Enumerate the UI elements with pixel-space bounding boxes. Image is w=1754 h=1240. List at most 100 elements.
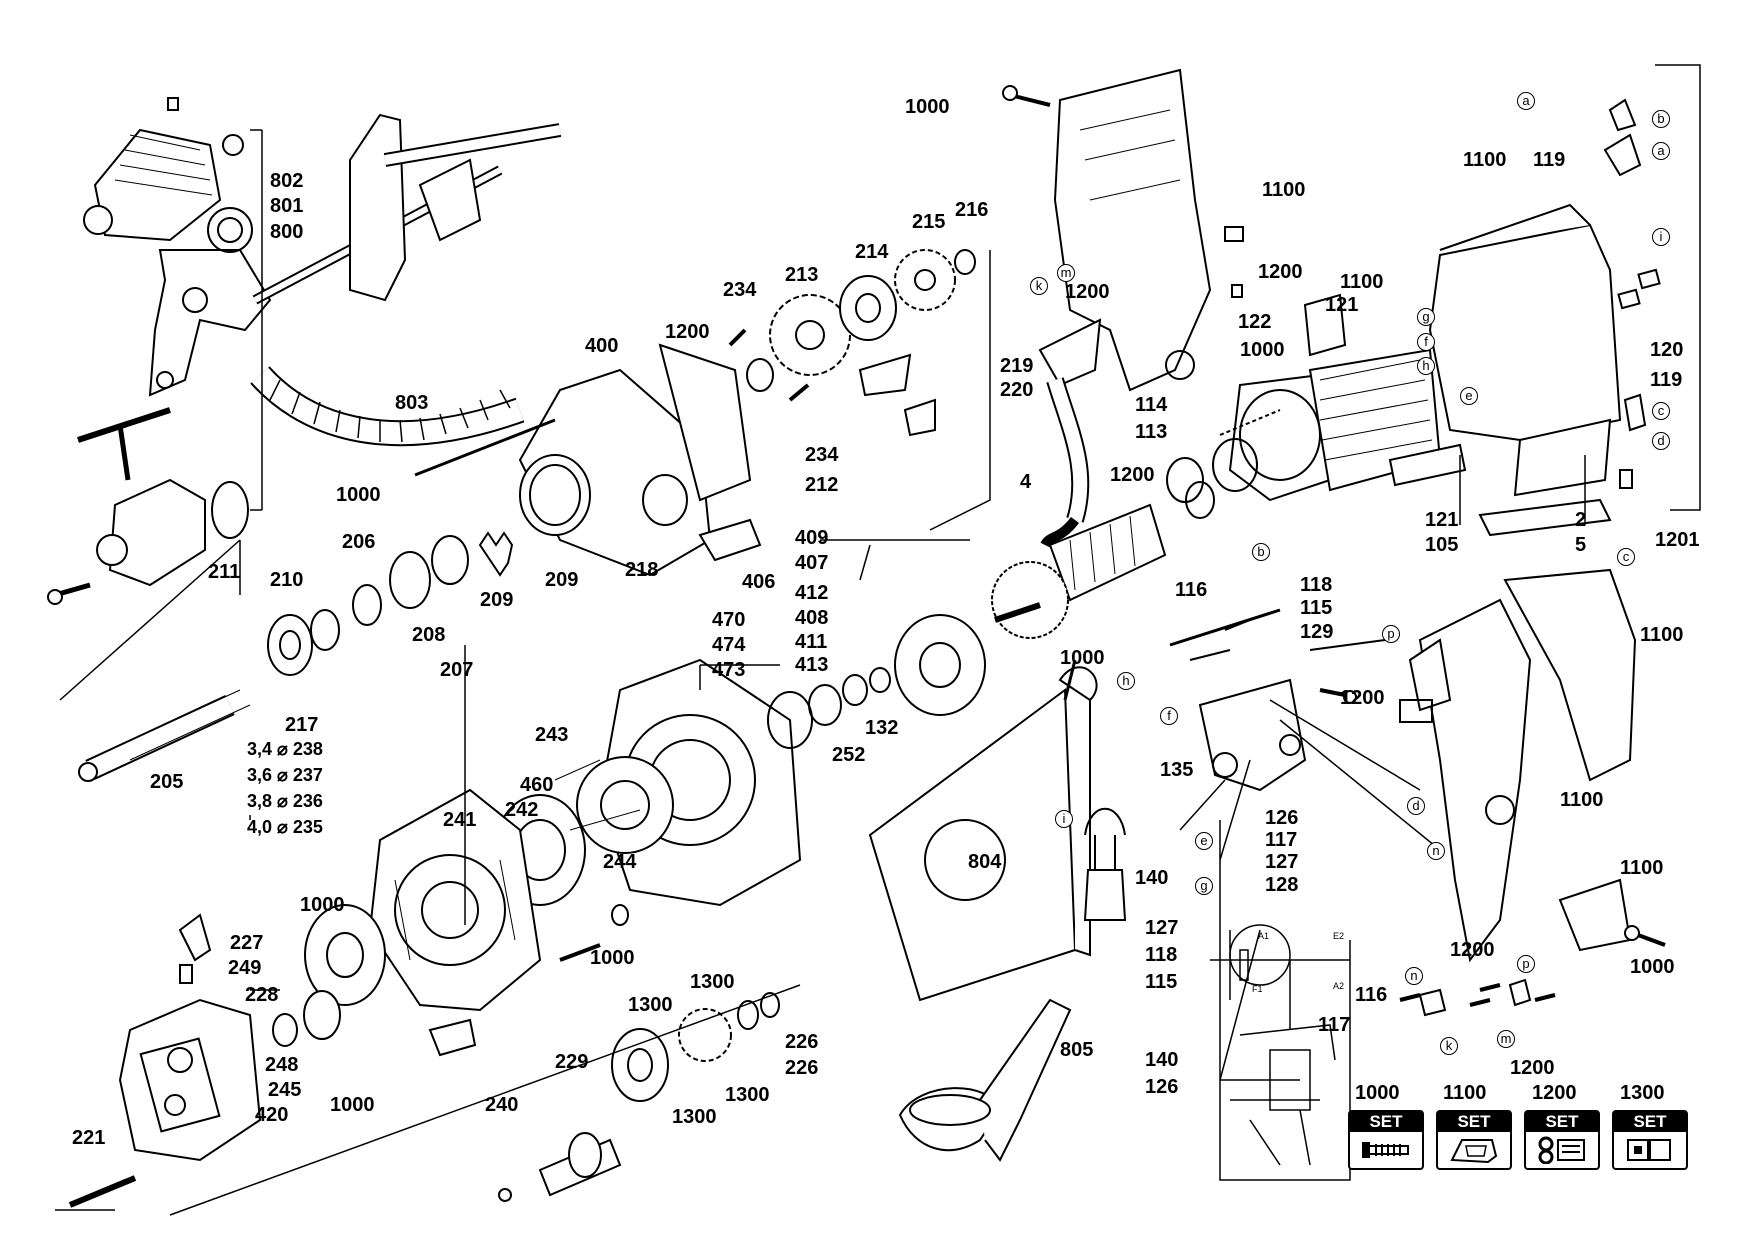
part-label: 1100 — [1340, 271, 1384, 293]
part-label: 460 — [520, 774, 554, 796]
letter-marker: d — [1407, 797, 1425, 815]
part-label: 408 — [795, 607, 829, 629]
part-label: 211 — [208, 561, 241, 583]
letter-marker: i — [1055, 810, 1073, 828]
part-label: 3,6 ⌀ 237 — [247, 765, 323, 785]
part-label: 252 — [832, 744, 866, 766]
part-label: 1201 — [1655, 529, 1700, 551]
gearbox-housing-drawing — [414, 343, 762, 577]
armature-drawing — [894, 481, 1215, 716]
part-label: 120 — [1650, 339, 1684, 361]
terminal-label: F1 — [1252, 984, 1263, 994]
letter-marker: k — [1030, 277, 1048, 295]
letter-marker: g — [1417, 308, 1435, 326]
part-label: 117 — [1318, 1014, 1351, 1036]
dust-hose-drawing — [250, 366, 525, 447]
part-label: 118 — [1145, 944, 1178, 966]
part-label: 1000 — [336, 484, 381, 506]
part-label: 234 — [805, 444, 839, 466]
part-label: 213 — [785, 264, 819, 286]
letter-marker: a — [1652, 142, 1670, 160]
gear-set-icon — [1627, 1139, 1671, 1161]
part-label: 4 — [1020, 471, 1032, 493]
part-label: 1200 — [1065, 281, 1110, 303]
letter-marker: h — [1117, 672, 1135, 690]
part-label: 1300 — [672, 1106, 717, 1128]
front-housing-drawing — [368, 788, 542, 1057]
part-label: 206 — [342, 531, 376, 553]
set-number: 1100 — [1443, 1082, 1487, 1104]
part-label: 1000 — [330, 1094, 375, 1116]
screw-set-icon — [1362, 1142, 1409, 1158]
part-label: 218 — [625, 559, 659, 581]
part-label: 1200 — [1450, 939, 1495, 961]
switch-assembly-drawing — [1169, 608, 1441, 861]
part-label: 803 — [395, 392, 429, 414]
set-caption: SET — [1350, 1112, 1422, 1132]
letter-marker: i — [1652, 228, 1670, 246]
part-label: 1000 — [1060, 647, 1105, 669]
letter-marker: e — [1460, 387, 1478, 405]
part-label: 119 — [1533, 149, 1566, 171]
part-label: 2 — [1575, 509, 1587, 531]
letter-marker: a — [1517, 92, 1535, 110]
part-label: 212 — [805, 474, 839, 496]
part-label: 1200 — [665, 321, 710, 343]
part-label: 115 — [1300, 597, 1333, 619]
letter-marker: p — [1382, 625, 1400, 643]
part-label: 127 — [1145, 917, 1179, 939]
letter-marker: n — [1405, 967, 1423, 985]
part-label: 207 — [440, 659, 474, 681]
letter-marker: c — [1617, 548, 1635, 566]
set-badge-screws: SET — [1348, 1110, 1424, 1170]
suction-cup-drawing — [898, 998, 1072, 1162]
handle-housing-drawing — [1002, 68, 1244, 392]
part-label: 413 — [795, 654, 829, 676]
part-label: 209 — [480, 589, 514, 611]
set-number: 1200 — [1532, 1082, 1577, 1104]
part-label: 205 — [150, 771, 184, 793]
part-label: 1300 — [725, 1084, 770, 1106]
small-parts-set-icon — [1538, 1136, 1585, 1164]
part-label: 121 — [1425, 509, 1459, 531]
part-label: 5 — [1575, 534, 1587, 556]
part-label: 116 — [1355, 984, 1388, 1006]
letter-marker: f — [1417, 333, 1435, 351]
part-label: 1200 — [1510, 1057, 1555, 1079]
part-label: 209 — [545, 569, 579, 591]
part-label: 122 — [1238, 311, 1272, 333]
terminal-label: A2 — [1333, 981, 1345, 991]
part-label: 226 — [785, 1031, 819, 1053]
field-stator-drawing — [1166, 293, 1467, 503]
part-label: 228 — [245, 984, 279, 1006]
part-label: 129 — [1300, 621, 1334, 643]
leader-lines — [55, 64, 1701, 1216]
part-label: 128 — [1265, 874, 1299, 896]
plate-bearing-drawing — [272, 904, 386, 1047]
part-label: 1200 — [1340, 687, 1385, 709]
part-label: 1000 — [590, 947, 635, 969]
keyless-chuck-drawing — [83, 97, 244, 242]
spindle-parts-drawing — [78, 531, 514, 782]
part-label: 805 — [1060, 1039, 1094, 1061]
part-label: 226 — [785, 1057, 819, 1079]
set-badge-gears: SET — [1612, 1110, 1688, 1170]
part-label: 242 — [505, 799, 539, 821]
part-label: 117 — [1265, 829, 1298, 851]
letter-marker: m — [1057, 264, 1075, 282]
wiring-schematic-drawing — [1210, 924, 1350, 1166]
part-label: 132 — [865, 717, 899, 739]
part-label: 115 — [1145, 971, 1178, 993]
part-label: 140 — [1145, 1049, 1179, 1071]
part-label: 105 — [1425, 534, 1459, 556]
part-label: 800 — [270, 221, 304, 243]
part-label: 244 — [603, 851, 637, 873]
part-label: 208 — [412, 624, 446, 646]
part-label: 1300 — [690, 971, 735, 993]
part-label: 1100 — [1463, 149, 1507, 171]
part-label: 240 — [485, 1094, 519, 1116]
part-label: 3,8 ⌀ 236 — [247, 791, 323, 811]
gear-cover-drawing — [68, 913, 262, 1208]
part-label: 1000 — [1630, 956, 1675, 978]
